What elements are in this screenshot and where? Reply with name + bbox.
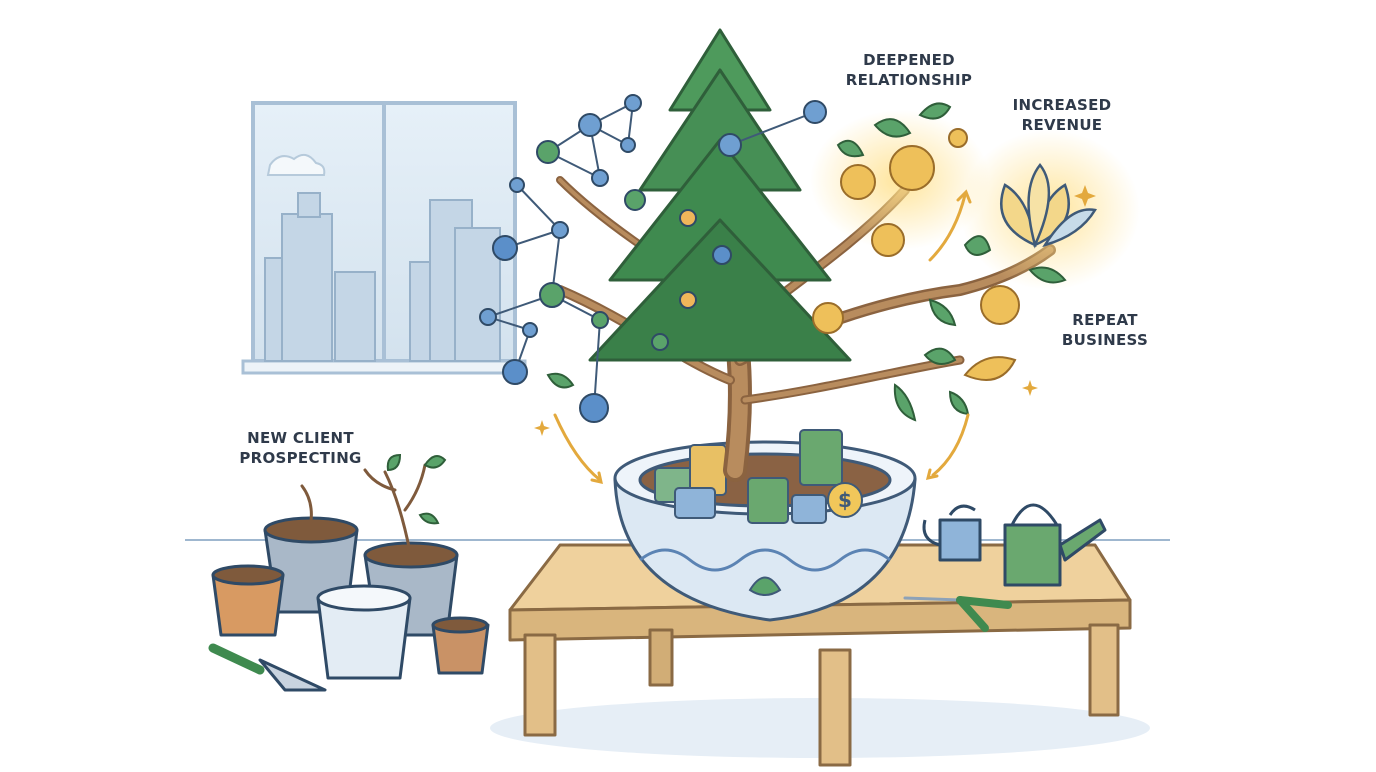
label-repeat-line1: REPEAT [1050,310,1160,330]
window [243,103,525,373]
label-revenue-line1: INCREASED [1002,95,1122,115]
trowel-icon [213,648,325,690]
label-new-line1: NEW CLIENT [228,428,373,448]
label-repeat-business: REPEAT BUSINESS [1050,310,1160,350]
label-revenue-line2: REVENUE [1002,115,1122,135]
label-deepened-line1: DEEPENED [835,50,983,70]
label-deepened-line2: RELATIONSHIP [835,70,983,90]
label-deepened-relationship: DEEPENED RELATIONSHIP [835,50,983,90]
label-repeat-line2: BUSINESS [1050,330,1160,350]
repeat-bud-icon [965,357,1015,380]
small-pots [213,518,488,678]
dollar-coin-symbol: $ [836,487,854,513]
label-new-client-prospecting: NEW CLIENT PROSPECTING [228,428,373,468]
label-new-line2: PROSPECTING [228,448,373,468]
label-increased-revenue: INCREASED REVENUE [1002,95,1122,135]
